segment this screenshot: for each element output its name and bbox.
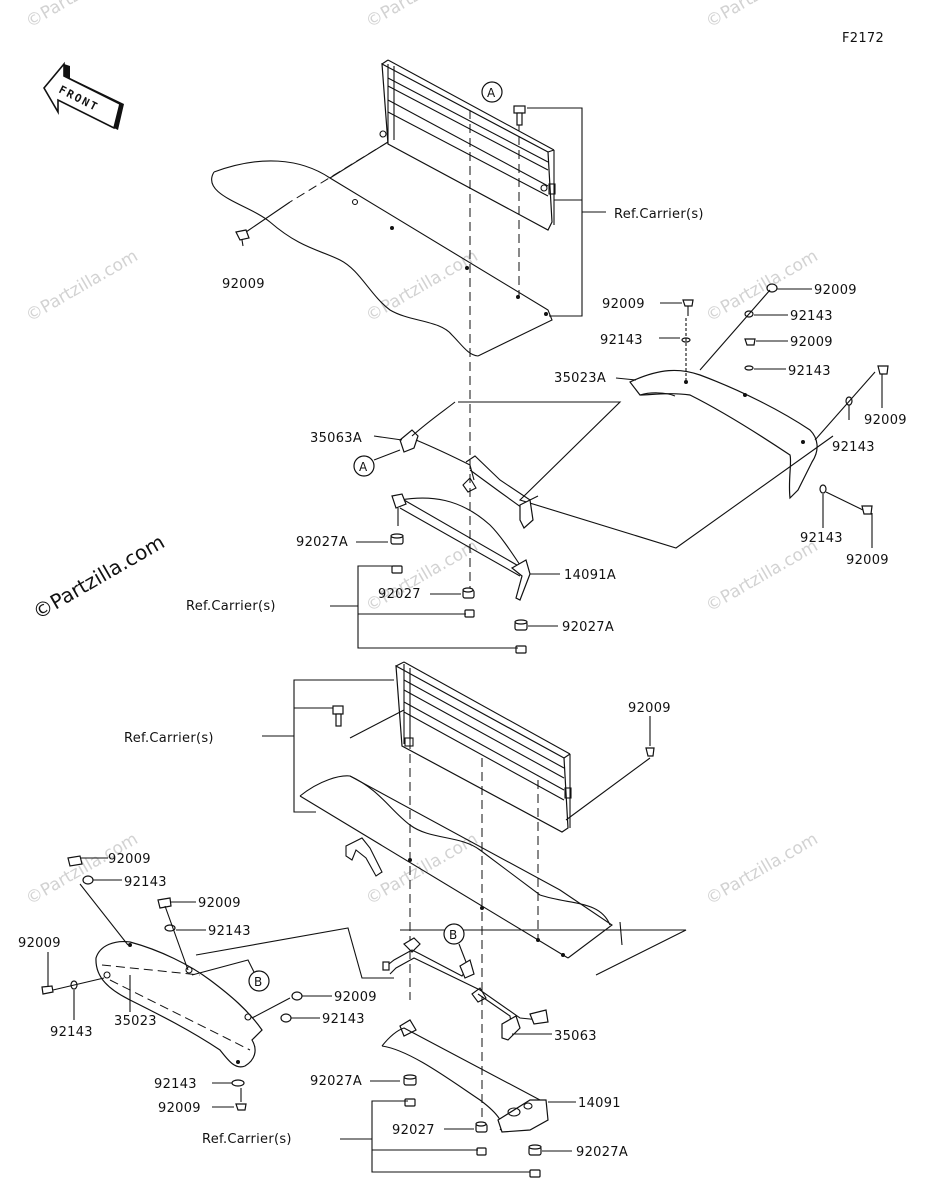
upper-carrier-frame (379, 59, 556, 231)
watermark: ©Partzilla.com (703, 829, 822, 909)
callout-a-text: A (359, 460, 368, 474)
callout-b-text: B (254, 975, 262, 989)
bolt-92009-upper-left (235, 229, 250, 247)
watermark-large: ©Partzilla.com (29, 530, 169, 625)
watermark: ©Partzilla.com (703, 536, 822, 616)
part-label-35023: 35023 (114, 1014, 157, 1029)
watermark: ©Partzilla.com (23, 246, 142, 326)
callout-a-upper: A (481, 81, 503, 103)
leader-lines-lower-fender (47, 857, 332, 1108)
lower-carrier-frame (395, 661, 572, 833)
part-label-92143: 92143 (600, 333, 643, 348)
callout-b-right: B (443, 923, 467, 963)
part-label-92009: 92009 (158, 1101, 201, 1116)
part-label-92027A: 92027A (296, 535, 348, 550)
part-label-92143: 92143 (832, 440, 875, 455)
nuts-upper (390, 533, 528, 654)
part-label-92009: 92009 (864, 413, 907, 428)
part-label-92143: 92143 (50, 1025, 93, 1040)
callout-b-text: B (449, 928, 457, 942)
bed-region-outline-lower (400, 929, 687, 976)
fender-35023A (629, 369, 818, 500)
ref-carrier-label: Ref.Carrier(s) (202, 1132, 292, 1147)
leader-lines-upper-right (659, 288, 883, 548)
part-label-92009: 92009 (846, 553, 889, 568)
part-label-92027: 92027 (378, 587, 421, 602)
watermark: ©Partzilla.com (23, 829, 142, 909)
part-label-92143: 92143 (208, 924, 251, 939)
bolt-lower-left (332, 705, 344, 727)
figure-code: F2172 (842, 31, 884, 46)
callout-a-text: A (487, 86, 496, 100)
part-label-92009: 92009 (628, 701, 671, 716)
bolt-upper-right (513, 105, 526, 126)
rail-14091 (381, 1019, 549, 1133)
part-label-35023A: 35023A (554, 371, 606, 386)
part-label-14091: 14091 (578, 1096, 621, 1111)
part-label-92009: 92009 (814, 283, 857, 298)
watermark: ©Partzilla.com (23, 0, 142, 32)
rail-14091A (391, 493, 531, 601)
part-label-92009: 92009 (602, 297, 645, 312)
watermark: ©Partzilla.com (363, 246, 482, 326)
part-label-92143: 92143 (124, 875, 167, 890)
part-label-92009: 92009 (198, 896, 241, 911)
bracket-35063A (399, 401, 539, 529)
part-label-92009: 92009 (334, 990, 377, 1005)
part-label-92143: 92143 (800, 531, 843, 546)
part-label-92027A: 92027A (562, 620, 614, 635)
ref-carrier-label: Ref.Carrier(s) (124, 731, 214, 746)
part-label-92143: 92143 (322, 1012, 365, 1027)
part-label-92009: 92009 (222, 277, 265, 292)
callout-b-left: B (191, 959, 270, 992)
part-label-92009: 92009 (790, 335, 833, 350)
callout-a-lower: A (353, 449, 401, 477)
ref-carrier-label: Ref.Carrier(s) (186, 599, 276, 614)
leader-lines-lower-nuts (340, 1080, 572, 1173)
part-label-92027A: 92027A (576, 1145, 628, 1160)
part-label-92009: 92009 (18, 936, 61, 951)
part-label-92027A: 92027A (310, 1074, 362, 1089)
part-label-35063A: 35063A (310, 431, 362, 446)
nuts-lower (403, 1074, 542, 1178)
fender-region-outline-lower (195, 927, 394, 979)
part-label-92009: 92009 (108, 852, 151, 867)
fender-35023 (95, 940, 263, 1068)
bolt-92009-lower-right (645, 716, 655, 757)
fender-region-outline (458, 401, 834, 549)
ref-carrier-bracket-3 (262, 679, 394, 813)
part-label-35063: 35063 (554, 1029, 597, 1044)
watermark: ©Partzilla.com (363, 0, 482, 32)
watermark: ©Partzilla.com (363, 536, 482, 616)
watermark: ©Partzilla.com (703, 0, 822, 32)
ref-carrier-label: Ref.Carrier(s) (614, 207, 704, 222)
leader-lines-upper-nuts (330, 541, 558, 649)
part-label-92143: 92143 (790, 309, 833, 324)
upper-alignment-lines (245, 110, 520, 600)
part-label-14091A: 14091A (564, 568, 616, 583)
lower-alignment-lines (349, 709, 651, 1120)
part-label-92143: 92143 (788, 364, 831, 379)
fasteners-lower-fender (41, 855, 303, 1111)
part-label-92027: 92027 (392, 1123, 435, 1138)
ref-carrier-bracket-1 (527, 107, 606, 317)
lower-bed-floor (299, 775, 623, 959)
part-label-92143: 92143 (154, 1077, 197, 1092)
bracket-35063 (382, 937, 549, 1041)
front-arrow-icon: FRONT (43, 61, 124, 130)
